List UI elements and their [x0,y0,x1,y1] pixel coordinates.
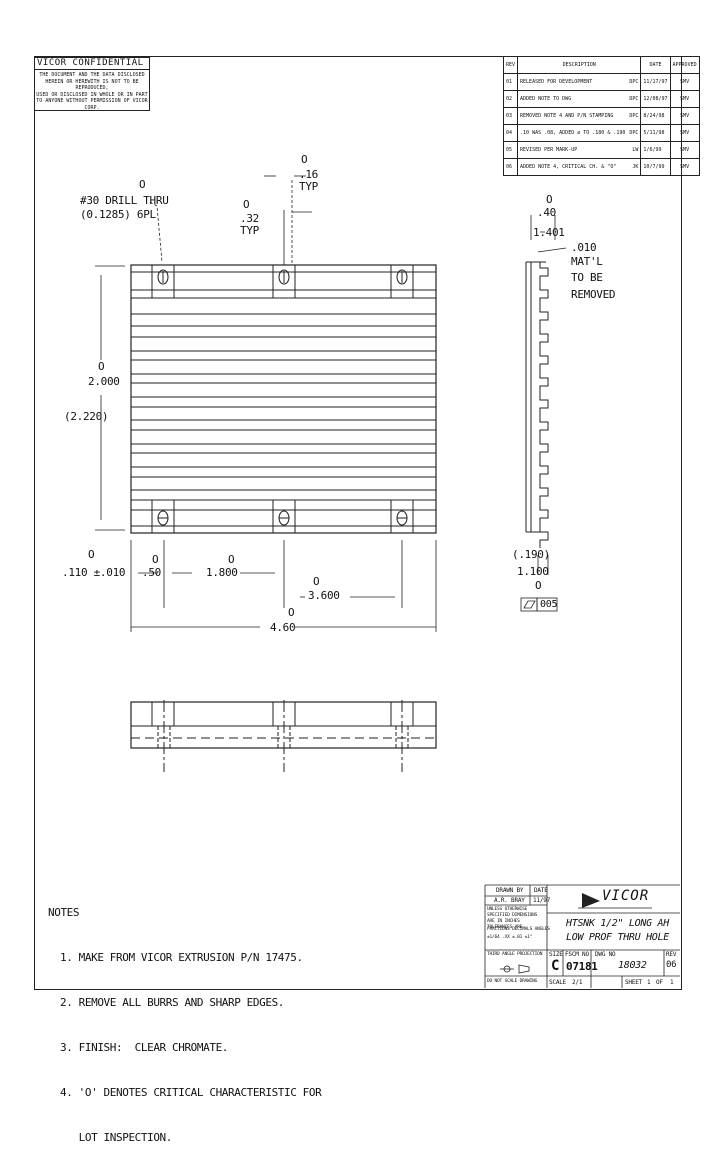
dim-190: (.190) [512,548,550,561]
drawing-border [34,56,682,990]
front-view [130,700,437,772]
note-item: 4. 'O' DENOTES CRITICAL CHARACTERISTIC F… [60,1086,322,1099]
dim-1100: 1.100 [517,565,549,578]
date-label: DATE [534,887,548,894]
scale-value: 2/1 [572,979,583,986]
confidential-header: VICOR CONFIDENTIAL [35,58,149,70]
drill-callout: #30 DRILL THRU [80,194,169,207]
drawn-date: 11/97 [533,897,551,904]
dim-1800: 1.800 [206,566,238,579]
note-item: LOT INSPECTION. [60,1131,173,1144]
dim-2220: (2.220) [64,410,109,423]
dim-460: 4.60 [270,621,296,634]
heatsink-drawing [95,175,680,988]
no-scale-label: DO NOT SCALE DRAWING [487,979,538,984]
dim-010: .010 [571,241,597,254]
top-view [95,175,437,632]
approved-cell: SMV [669,158,700,176]
fin-lines [131,271,436,527]
dim-110: .110 ±.010 [62,566,126,579]
critical-mark: O [301,153,308,166]
critical-mark: O [98,360,105,373]
dim-1401: 1.401 [533,226,565,239]
confidential-notice: VICOR CONFIDENTIAL THE DOCUMENT AND THE … [34,57,150,111]
critical-mark: O [546,193,553,206]
critical-mark: O [313,575,320,588]
scale-label: SCALE [549,979,567,986]
confidential-line: USED OR DISCLOSED IN WHOLE OR IN PART [36,91,148,98]
drawing-title-2: LOW PROF THRU HOLE [566,932,669,943]
dim-40: .40 [537,206,556,219]
projection-label: THIRD ANGLE PROJECTION [487,952,543,957]
dim-50: .50 [142,566,161,579]
rev-cell: 04 [502,124,519,142]
fscm-label: FSCM NO [565,951,589,958]
critical-mark: O [535,579,542,592]
tolerance-values: ±1/64 .XX ±.01 ±1° [487,935,533,940]
fscm-value: 07181 [566,960,598,973]
typ-label: TYP [240,224,259,237]
critical-mark: O [152,553,159,566]
side-view [520,215,567,612]
material-note: TO BE [571,271,603,284]
of-label: OF [656,979,663,986]
drill-callout-size: (0.1285) 6PL [80,208,156,221]
tolerance-fractions: FRACTIONS DECIMALS ANGLES [487,927,550,932]
rev-cell: 06 [502,158,519,176]
tolerance-note: UNLESS OTHERWISE SPECIFIED DIMENSIONS AR… [487,907,538,930]
critical-mark: O [243,198,250,211]
critical-mark: O [88,548,95,561]
drawn-by-label: DRAWN BY [496,887,524,894]
rev-value: 06 [666,960,677,970]
dim-16: .16 [299,168,318,181]
size-label: SIZE [549,951,563,958]
notes-title: NOTES [48,906,80,919]
sheet-label: SHEET [625,979,643,986]
mount-bosses [151,264,414,534]
note-item: 3. FINISH: CLEAR CHROMATE. [60,1041,229,1054]
dwg-no: 18032 [618,960,647,971]
desc-cell: ADDED NOTE 4, CRITICAL CH. & "O" [517,158,628,176]
of-value: 1 [670,979,674,986]
rev-label: REV [666,951,677,958]
dim-3600: 3.600 [308,589,340,602]
typ-label: TYP [299,180,318,193]
notes-block: NOTES 1. MAKE FROM VICOR EXTRUSION P/N 1… [48,875,322,1160]
confidential-line: TO ANYONE WITHOUT PERMISSION OF VICOR CO… [36,98,148,111]
size-value: C [551,958,560,974]
dim-32: .32 [240,212,259,225]
revision-header-row: REV DESCRIPTION DATE APPROVED [502,56,700,74]
critical-mark: O [288,606,295,619]
critical-mark: O [228,553,235,566]
dim-2000: 2.000 [88,375,120,388]
sheet-value: 1 [647,979,651,986]
drawing-title-1: HTSNK 1/2" LONG AH [566,918,669,929]
drawn-by: A.R. BRAY [494,897,525,904]
critical-mark: O [139,178,146,191]
note-item: 2. REMOVE ALL BURRS AND SHARP EDGES. [60,996,285,1009]
note-item: 1. MAKE FROM VICOR EXTRUSION P/N 17475. [60,951,303,964]
title-block-lines [484,884,680,988]
material-note: REMOVED [571,288,616,301]
flatness-callout: 005 [540,599,558,610]
dwg-no-label: DWG NO [595,951,616,958]
confidential-line: THE DOCUMENT AND THE DATA DISCLOSED [39,72,145,78]
company-name: VICOR [602,888,650,904]
confidential-line: HEREIN OR HEREWITH IS NOT TO BE REPRODUC… [45,78,139,92]
material-note: MAT'L [571,255,603,268]
